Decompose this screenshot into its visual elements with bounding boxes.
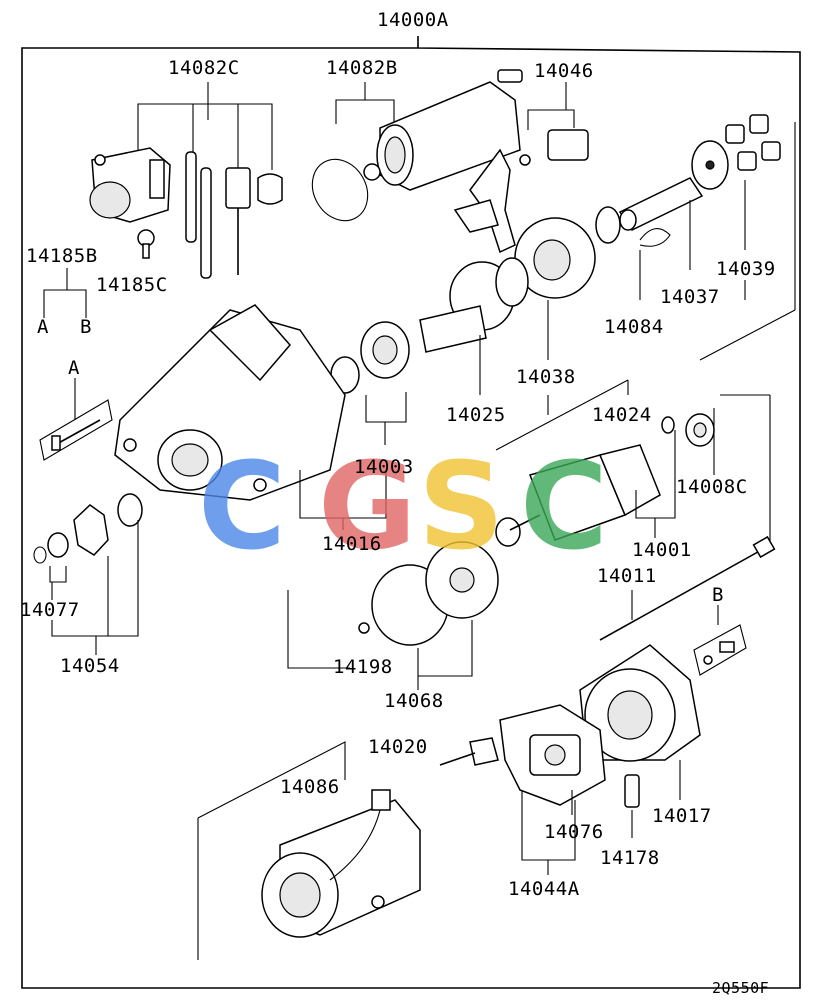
part-14037-shaft — [618, 140, 729, 270]
assembly-frame — [21, 36, 801, 989]
label-14016: 14016 — [322, 533, 382, 555]
label-14001: 14001 — [632, 539, 692, 561]
label-14054: 14054 — [60, 655, 120, 677]
label-14068: 14068 — [384, 690, 444, 712]
part-14046-lever-group — [453, 82, 589, 254]
part-14086-yoke — [197, 741, 421, 960]
label-14185B: 14185B — [26, 245, 98, 267]
label-14076: 14076 — [544, 821, 604, 843]
label-14046: 14046 — [534, 60, 594, 82]
label-14008C: 14008C — [676, 476, 748, 498]
part-14082C-group — [89, 82, 283, 279]
ref-14185B-bracket — [43, 268, 87, 318]
watermark-letter-3: S — [418, 438, 504, 577]
part-14017-rear-bracket — [579, 644, 701, 800]
label-14037: 14037 — [660, 286, 720, 308]
label-14017: 14017 — [652, 805, 712, 827]
label-14178: 14178 — [600, 847, 660, 869]
label-ref-a-bolt: A — [68, 357, 80, 379]
part-ref-b-screw — [693, 605, 747, 676]
part-14039-bearings — [699, 114, 796, 361]
part-14038-gear-housing — [514, 217, 596, 415]
part-14003-bearing — [330, 321, 410, 445]
watermark-letter-1: C — [198, 438, 286, 577]
part-14076-brush-holder — [439, 704, 640, 875]
part-14068-plates — [287, 541, 499, 690]
part-labels: 14000A 14082C 14082B 14046 14185B 14185C… — [20, 9, 776, 997]
label-14198: 14198 — [333, 656, 393, 678]
part-14084-clips — [595, 206, 671, 300]
label-ref-a-top: A — [37, 316, 49, 338]
label-14025: 14025 — [446, 404, 506, 426]
label-14011: 14011 — [597, 565, 657, 587]
label-14000A: 14000A — [377, 9, 449, 31]
label-14077: 14077 — [20, 599, 80, 621]
label-14082B: 14082B — [326, 57, 398, 79]
part-14082B-solenoid — [311, 69, 523, 222]
part-14016-front-bracket — [114, 304, 387, 530]
label-14024: 14024 — [592, 404, 652, 426]
label-14044A: 14044A — [508, 878, 580, 900]
label-ref-b-screw: B — [712, 584, 724, 606]
label-14038: 14038 — [516, 366, 576, 388]
part-14011-through-bolt — [599, 535, 776, 641]
label-14084: 14084 — [604, 316, 664, 338]
watermark-letter-2: G — [318, 438, 417, 577]
label-14082C: 14082C — [168, 57, 240, 79]
label-14003: 14003 — [354, 456, 414, 478]
part-14054-pinion-group — [33, 493, 143, 655]
label-14020: 14020 — [368, 736, 428, 758]
part-ref-a-bolt — [39, 378, 113, 461]
label-14185C: 14185C — [96, 274, 168, 296]
label-14086: 14086 — [280, 776, 340, 798]
part-14025-output-shaft — [419, 257, 529, 395]
leader-14024 — [495, 379, 629, 451]
part-14001-armature — [495, 394, 771, 547]
label-ref-b-top: B — [80, 316, 92, 338]
watermark-cgsc: C G S C — [198, 438, 608, 577]
figure-code: 2Q550F — [712, 979, 769, 997]
watermark-letter-4: C — [520, 438, 608, 577]
label-14039: 14039 — [716, 258, 776, 280]
